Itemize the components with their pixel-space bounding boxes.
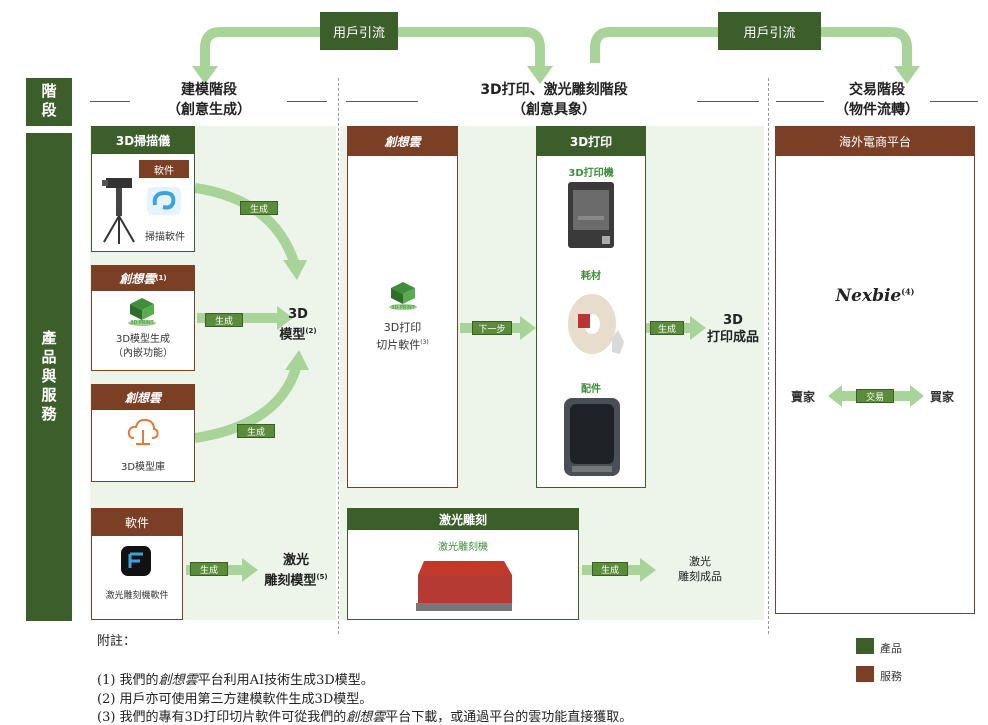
laser-title: 激光雕刻: [347, 508, 579, 530]
print-title: 3D打印: [536, 126, 646, 156]
slicer-caption: 3D打印 切片軟件(3): [376, 321, 429, 352]
generate-tag-5: 生成: [650, 321, 684, 335]
enclosure-icon: [564, 398, 620, 476]
3d-print-logo-icon: [128, 298, 156, 326]
ecommerce-box: [775, 126, 975, 614]
note-2: (2) 用戶亦可使用第三方建模軟件生成3D模型。: [97, 692, 373, 707]
scan-software-label: 掃描軟件: [145, 232, 185, 243]
printer-label: 3D打印機: [568, 168, 614, 179]
stage-line: [930, 101, 978, 102]
seller-label: 賣家: [790, 390, 815, 404]
scanner-icon: [102, 178, 135, 244]
legend-service-swatch: [856, 666, 874, 682]
laser-software-title: 軟件: [91, 508, 183, 536]
laser-engraver-icon: [416, 561, 512, 611]
flow-label-right: 用戶引流: [718, 12, 821, 50]
3d-print-logo-icon: [389, 282, 417, 310]
parts-label: 配件: [581, 384, 601, 395]
cloud1-caption: 3D模型生成（內嵌功能）: [113, 334, 173, 359]
nexbie-brand: Nexbie(4): [835, 286, 915, 306]
stage-line: [90, 101, 130, 102]
stage-line: [776, 101, 824, 102]
flow-arrow-left-2: [395, 27, 545, 68]
software-tag: 軟件: [139, 160, 189, 178]
stage-line: [287, 101, 327, 102]
laser-app-icon: [121, 546, 151, 576]
result-3d-model: 3D 模型(2): [279, 307, 317, 343]
flow-arrow-right-1: [590, 27, 720, 63]
product-service-label: 產品與服務: [26, 133, 72, 621]
separator-1: [338, 78, 339, 634]
legend-service-label: 服務: [880, 670, 902, 683]
legend-product-swatch: [856, 638, 874, 654]
generate-tag-6: 生成: [592, 562, 628, 576]
cloud1-logo-text: 3D PRINT: [130, 320, 154, 326]
stage-concrete: 3D打印、激光雕刻階段（創意具象）: [480, 82, 628, 118]
slicer-logo-text: 3D PRINT: [391, 305, 415, 311]
cloud1-title: 創想雲(1): [91, 265, 195, 291]
note-3: (3) 我們的專有3D打印切片軟件可從我們的創想雲平台下載，或通過平台的雲功能直…: [97, 710, 633, 725]
scanner-title: 3D掃描儀: [91, 126, 195, 154]
trade-tag: 交易: [856, 389, 894, 403]
flow-arrow-right-2: [820, 27, 912, 68]
filament-label: 耗材: [581, 271, 601, 282]
result-laser-model: 激光 雕刻模型(5): [264, 553, 328, 589]
slicer-title: 創想雲: [347, 126, 458, 156]
note-1: (1) 我們的創想雲平台利用AI技術生成3D模型。: [97, 673, 374, 688]
generate-tag-2: 生成: [205, 313, 243, 327]
stage-modeling: 建模階段（創意生成）: [167, 82, 251, 118]
result-laser: 激光雕刻成品: [678, 555, 722, 583]
buyer-label: 買家: [929, 390, 954, 404]
stage-line: [697, 101, 759, 102]
notes-heading: 附註：: [97, 634, 137, 649]
next-tag: 下一步: [472, 321, 512, 335]
cloud2-title: 創想雲: [91, 384, 195, 410]
cloud2-caption: 3D模型庫: [120, 462, 166, 473]
stage-trade: 交易階段（物件流轉）: [835, 82, 919, 118]
cloud-library-icon: [127, 418, 159, 445]
stage-label: 階段: [26, 78, 72, 126]
scan-software-icon: [147, 187, 181, 215]
ecommerce-title: 海外電商平台: [775, 126, 975, 156]
generate-tag-3: 生成: [237, 424, 275, 438]
stage-line: [346, 101, 418, 102]
legend-product-label: 產品: [880, 642, 902, 655]
filament-icon: [568, 294, 624, 354]
printer-icon: [568, 182, 614, 248]
top-flow-arrows: [192, 27, 920, 84]
laser-software-caption: 激光雕刻機軟件: [105, 591, 169, 601]
generate-tag-4: 生成: [190, 562, 228, 576]
flow-label-left: 用戶引流: [320, 12, 398, 50]
flow-arrow-left-1: [200, 27, 325, 68]
generate-tag-1: 生成: [240, 201, 278, 215]
laser-machine-label: 激光雕刻機: [438, 542, 488, 553]
separator-2: [768, 78, 769, 634]
